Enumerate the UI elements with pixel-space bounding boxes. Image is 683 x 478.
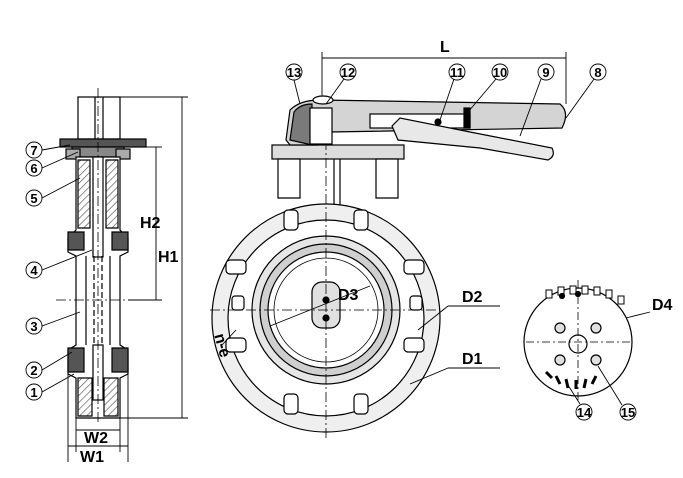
l-dimension: [321, 52, 567, 104]
top-callouts: [285, 63, 607, 137]
w1-label: W1: [80, 449, 104, 466]
part-7: 7: [30, 143, 37, 158]
top-shaft: [77, 96, 121, 140]
handle-assembly: [285, 95, 567, 161]
part-8: 8: [594, 65, 601, 80]
d3-label: D3: [338, 287, 359, 304]
side-dimensions: [67, 96, 188, 462]
notch-plate-detail: [523, 280, 633, 400]
part-4: 4: [30, 263, 38, 278]
d4-leader: [625, 311, 651, 319]
part-12: 12: [341, 65, 355, 80]
left-callouts: [25, 141, 93, 401]
d1-label: D1: [462, 351, 483, 368]
diameter-leaders: [221, 285, 500, 385]
trigger-grip: [391, 117, 554, 161]
h2-label: H2: [140, 215, 161, 232]
part-14: 14: [577, 405, 592, 420]
part-10: 10: [493, 65, 507, 80]
part-3: 3: [30, 319, 37, 334]
n-e-label: n-e: [210, 332, 233, 360]
part-9: 9: [542, 65, 549, 80]
part-6: 6: [30, 161, 37, 176]
h1-label: H1: [158, 249, 179, 266]
mounting-plate: [271, 144, 405, 160]
w2-label: W2: [84, 430, 108, 447]
top-flange: [59, 138, 147, 148]
part-1: 1: [30, 385, 37, 400]
part-15: 15: [621, 405, 635, 420]
part-13: 13: [287, 65, 301, 80]
bottom-right-callouts: [565, 365, 637, 421]
l-label: L: [440, 39, 450, 56]
side-view: [56, 88, 147, 425]
part-2: 2: [30, 363, 37, 378]
part-5: 5: [30, 191, 37, 206]
front-view: [210, 140, 441, 440]
part-11: 11: [450, 65, 464, 80]
d4-label: D4: [652, 297, 673, 314]
d2-label: D2: [462, 289, 483, 306]
